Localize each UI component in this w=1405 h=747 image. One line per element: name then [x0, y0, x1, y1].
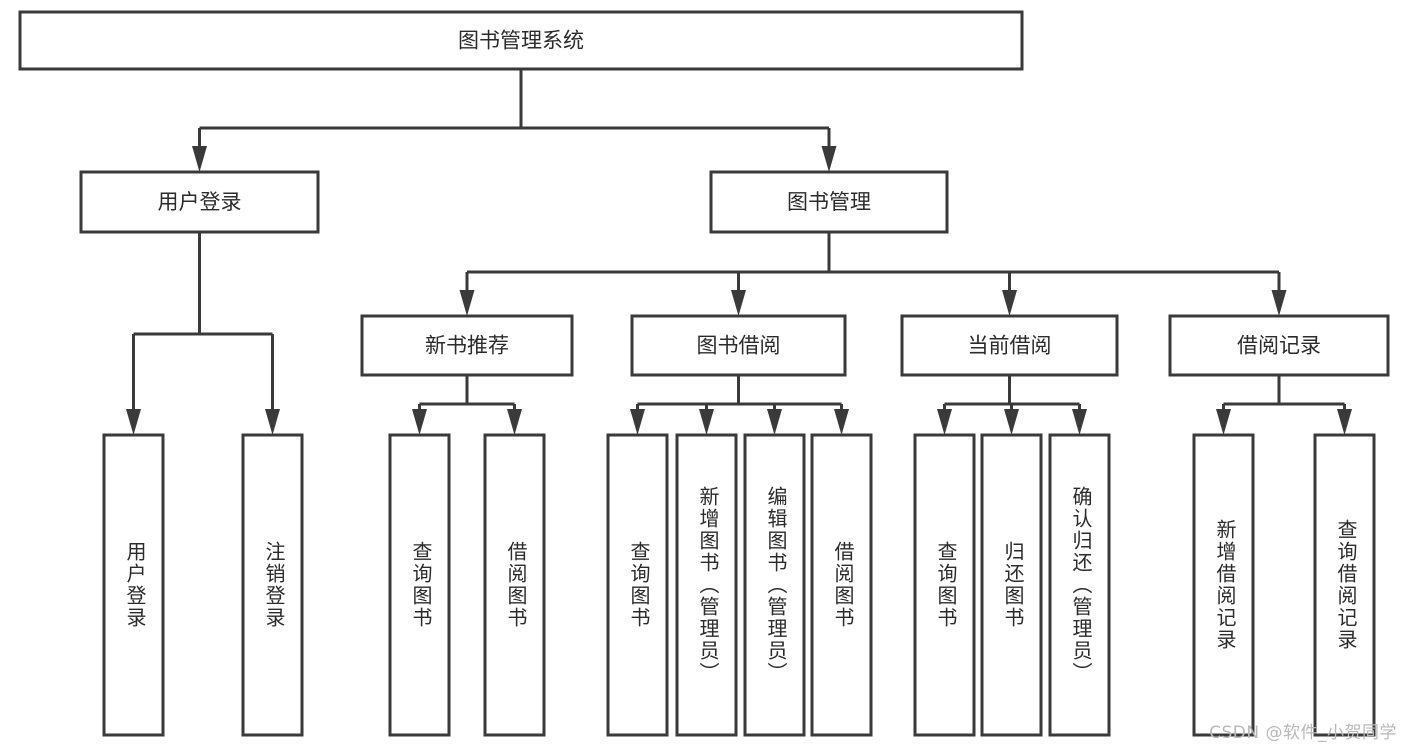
- node-box: [1168, 314, 1390, 377]
- node-box: [241, 433, 304, 737]
- node-label: 注销登录: [262, 541, 286, 629]
- node-leaf-query-book-rec[interactable]: 查询图书: [388, 433, 451, 737]
- node-box: [630, 314, 847, 377]
- node-leaf-logout[interactable]: 注销登录: [241, 433, 304, 737]
- node-box: [1192, 433, 1255, 737]
- node-label: 当前借阅: [968, 334, 1052, 358]
- node-label: 借阅记录: [1237, 334, 1321, 358]
- node-label: 编辑图书（管理员）: [764, 486, 788, 684]
- node-box: [900, 314, 1119, 377]
- arrow-head-icon: [1271, 290, 1287, 316]
- arrow-head-icon: [821, 146, 837, 172]
- node-leaf-user-login[interactable]: 用户登录: [102, 433, 165, 737]
- node-box: [1048, 433, 1111, 737]
- node-box: [483, 433, 546, 737]
- arrow-head-icon: [126, 409, 141, 435]
- node-label: 图书借阅: [697, 334, 781, 358]
- node-leaf-borrow-book-bb[interactable]: 借阅图书: [810, 433, 873, 737]
- node-label: 确认归还（管理员）: [1069, 486, 1093, 684]
- arrow-head-icon: [412, 409, 427, 435]
- node-label: 借阅图书: [831, 541, 855, 629]
- node-box: [360, 314, 574, 377]
- arrow-head-icon: [1002, 290, 1017, 316]
- arrow-head-icon: [507, 409, 522, 435]
- node-box: [18, 10, 1024, 71]
- node-book-borrow[interactable]: 图书借阅: [630, 314, 847, 377]
- node-label: 图书管理: [787, 190, 871, 214]
- node-box: [102, 433, 165, 737]
- node-leaf-query-record[interactable]: 查询借阅记录: [1313, 433, 1376, 737]
- arrow-head-icon: [1337, 409, 1352, 435]
- arrow-head-icon: [1216, 409, 1231, 435]
- node-box: [743, 433, 806, 737]
- node-leaf-edit-book[interactable]: 编辑图书（管理员）: [743, 433, 806, 737]
- node-label: 查询借阅记录: [1334, 519, 1358, 651]
- arrow-head-icon: [630, 409, 645, 435]
- node-label: 归还图书: [1001, 541, 1025, 629]
- node-box: [79, 170, 320, 234]
- node-user-login[interactable]: 用户登录: [79, 170, 320, 234]
- arrow-head-icon: [192, 146, 207, 172]
- node-label: 图书管理系统: [458, 29, 584, 53]
- node-label: 新增借阅记录: [1213, 519, 1237, 651]
- node-leaf-query-book-bb[interactable]: 查询图书: [606, 433, 669, 737]
- node-box: [1313, 433, 1376, 737]
- node-box: [606, 433, 669, 737]
- connector-layer: [126, 69, 1352, 435]
- arrow-head-icon: [767, 409, 782, 435]
- node-box: [810, 433, 873, 737]
- arrow-head-icon: [265, 409, 280, 435]
- arrow-head-icon: [1004, 409, 1019, 435]
- arrow-head-icon: [459, 290, 475, 316]
- node-layer: 图书管理系统用户登录图书管理新书推荐图书借阅当前借阅借阅记录用户登录注销登录查询…: [18, 10, 1390, 737]
- node-leaf-query-book-cb[interactable]: 查询图书: [913, 433, 976, 737]
- node-label: 新增图书（管理员）: [696, 486, 720, 684]
- node-current-borrow[interactable]: 当前借阅: [900, 314, 1119, 377]
- node-box: [675, 433, 738, 737]
- node-leaf-confirm-return[interactable]: 确认归还（管理员）: [1048, 433, 1111, 737]
- node-borrow-record[interactable]: 借阅记录: [1168, 314, 1390, 377]
- node-label: 查询图书: [409, 541, 433, 629]
- arrow-head-icon: [699, 409, 714, 435]
- node-box: [913, 433, 976, 737]
- node-root[interactable]: 图书管理系统: [18, 10, 1024, 71]
- node-label: 查询图书: [934, 541, 958, 629]
- node-label: 查询图书: [627, 541, 651, 629]
- node-book-manage[interactable]: 图书管理: [709, 170, 949, 234]
- arrow-head-icon: [1072, 409, 1087, 435]
- node-label: 新书推荐: [425, 334, 509, 358]
- node-leaf-add-book[interactable]: 新增图书（管理员）: [675, 433, 738, 737]
- arrow-head-icon: [834, 409, 849, 435]
- node-label: 借阅图书: [504, 541, 528, 629]
- node-box: [388, 433, 451, 737]
- node-leaf-return-book[interactable]: 归还图书: [980, 433, 1043, 737]
- watermark: CSDN @软件_小贺同学: [1209, 723, 1397, 743]
- node-label: 用户登录: [158, 190, 242, 214]
- arrow-head-icon: [731, 290, 746, 316]
- node-box: [980, 433, 1043, 737]
- node-label: 用户登录: [123, 541, 147, 629]
- node-box: [709, 170, 949, 234]
- node-leaf-add-record[interactable]: 新增借阅记录: [1192, 433, 1255, 737]
- node-leaf-borrow-book-rec[interactable]: 借阅图书: [483, 433, 546, 737]
- arrow-head-icon: [937, 409, 952, 435]
- node-new-book-rec[interactable]: 新书推荐: [360, 314, 574, 377]
